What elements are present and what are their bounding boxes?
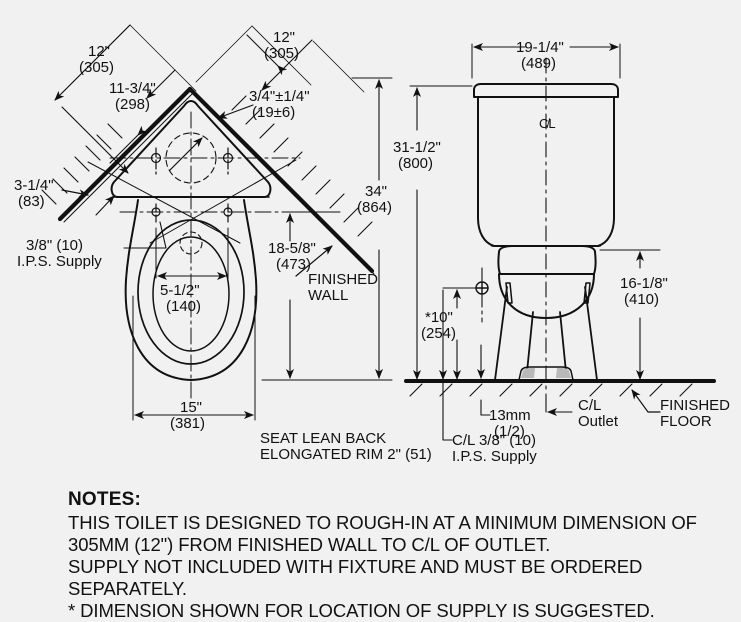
leader-cl-outlet — [545, 399, 573, 416]
dim-label-opening-5-12-imperial: 5-1/2" — [160, 282, 200, 299]
wall-hatch-right — [231, 95, 373, 237]
label-floor-clearance-metric: (1/2) — [494, 423, 525, 440]
leader-supply-3-14 — [61, 189, 89, 198]
dim-label-height-31-12-metric: (800) — [398, 155, 433, 172]
dim-label-tank-width-imperial: 19-1/4" — [516, 39, 564, 56]
plan-construction-diagonals — [87, 159, 297, 244]
leader-cl-ips-supply — [442, 381, 453, 441]
dim-label-height-31-12-imperial: 31-1/2" — [393, 139, 441, 156]
pedestal-legs-elevation — [494, 286, 598, 381]
dim-label-projection-18-58-metric: (473) — [276, 256, 311, 273]
finished-floor-hatch — [409, 383, 693, 397]
label-cl-outlet-line1: C/L — [578, 397, 601, 414]
dim-label-depth-34-imperial: 34" — [365, 183, 387, 200]
label-cl-ips-supply-line2: I.P.S. Supply — [452, 448, 537, 465]
dim-label-supply-10-imperial: *10" — [425, 309, 453, 326]
dim-label-tank-width-metric: (489) — [521, 55, 556, 72]
dim-label-rim-16-18-metric: (410) — [624, 291, 659, 308]
dim-label-tank-11-34-metric: (298) — [115, 96, 150, 113]
dim-label-bowl-15-metric: (381) — [170, 415, 205, 432]
bowl-rim-elevation — [497, 245, 597, 275]
leader-finished-wall — [295, 245, 333, 277]
label-seat-note-line1: SEAT LEAN BACK — [260, 430, 386, 447]
dim-wall-left-12 — [54, 24, 197, 174]
dim-overall-depth-34 — [351, 77, 393, 381]
dim-label-bowl-15-imperial: 15" — [180, 399, 202, 416]
dim-label-tank-11-34-imperial: 11-3/4" — [109, 80, 156, 97]
dim-wall-right-12 — [195, 25, 365, 93]
plan-centerline-horizontal — [109, 157, 301, 213]
outlet-dashed-circle — [179, 231, 203, 255]
label-floor-clearance-size: 13mm — [489, 407, 531, 424]
label-finished-wall-line1: FINISHED — [308, 271, 378, 288]
label-ips-supply-size: 3/8" (10) — [26, 237, 83, 254]
bowl-plan-outer — [124, 199, 258, 381]
dim-overall-height-31-12 — [409, 85, 473, 380]
notes-line-1: THIS TOILET IS DESIGNED TO ROUGH-IN AT A… — [68, 512, 697, 534]
notes-block: NOTES: THIS TOILET IS DESIGNED TO ROUGH-… — [68, 489, 728, 622]
label-finished-wall-line2: WALL — [308, 287, 348, 304]
flush-valve-dashed-circle — [165, 132, 217, 184]
dim-label-rim-16-18-imperial: 16-1/8" — [620, 275, 668, 292]
dim-label-wall-left-12-imperial: 12" — [88, 43, 110, 60]
bowl-side-brackets — [505, 282, 591, 304]
dim-label-supply-3-14-metric: (83) — [18, 193, 45, 210]
wall-hatch-left — [41, 123, 123, 205]
bowl-plan-opening — [152, 236, 230, 352]
dim-label-depth-34-metric: (864) — [357, 199, 392, 216]
notes-line-4: SEPARATELY. — [68, 577, 187, 599]
label-ips-supply-text: I.P.S. Supply — [17, 253, 102, 270]
finished-wall-inner-face — [63, 92, 375, 275]
leader-finished-floor — [631, 389, 661, 413]
notes-line-3: SUPPLY NOT INCLUDED WITH FIXTURE AND MUS… — [68, 556, 643, 578]
leader-floor-clearance-13mm — [477, 344, 491, 416]
dim-label-wall-gap-metric: (19±6) — [252, 104, 295, 121]
dim-label-supply-10-metric: (254) — [421, 325, 456, 342]
dim-label-supply-3-14-imperial: 3-1/4" — [14, 177, 54, 194]
dim-label-wall-gap-imperial: 3/4"±1/4" — [249, 88, 310, 105]
notes-line-5: * DIMENSION SHOWN FOR LOCATION OF SUPPLY… — [68, 599, 655, 621]
dim-rim-height-16-18 — [599, 249, 661, 380]
dim-bowl-projection-18-58 — [261, 211, 361, 381]
dim-label-projection-18-58-imperial: 18-5/8" — [268, 240, 316, 257]
leader-wall-gap — [217, 104, 254, 119]
dim-label-wall-right-12-imperial: 12" — [273, 29, 295, 46]
notes-line-2: 305MM (12") FROM FINISHED WALL TO C/L OF… — [68, 534, 551, 556]
finished-wall-lines — [57, 86, 375, 274]
dim-supply-height-10 — [442, 287, 469, 380]
notes-title: NOTES: — [68, 489, 141, 510]
label-cl-ips-supply-line1: C/L 3/8" (10) — [452, 432, 536, 449]
label-finished-floor-line2: FLOOR — [660, 413, 712, 430]
label-cl-outlet-line2: Outlet — [578, 413, 619, 430]
dim-label-opening-5-12-metric: (140) — [166, 298, 201, 315]
label-seat-note-line2: ELONGATED RIM 2" (51) — [260, 446, 432, 463]
dim-bowl-opening-5-12 — [155, 227, 229, 280]
floor-flange-shading — [521, 368, 571, 378]
leader-tank-inner — [169, 137, 203, 171]
floor-flange-elevation — [518, 366, 574, 381]
dim-label-wall-right-12-metric: (305) — [264, 45, 299, 62]
dim-label-wall-left-12-metric: (305) — [79, 59, 114, 76]
bowl-plan-rim — [137, 219, 245, 365]
dim-tank-width-19-14 — [471, 43, 621, 79]
bowl-bolt-markers — [151, 203, 233, 223]
tank-bolt-markers — [150, 147, 234, 175]
label-finished-floor-line1: FINISHED — [660, 397, 730, 414]
tank-lid-elevation — [473, 83, 619, 98]
bowl-body-elevation — [498, 273, 595, 319]
dim-bowl-width-15 — [132, 295, 256, 421]
label-centerline-symbol: C̸L — [539, 116, 556, 131]
